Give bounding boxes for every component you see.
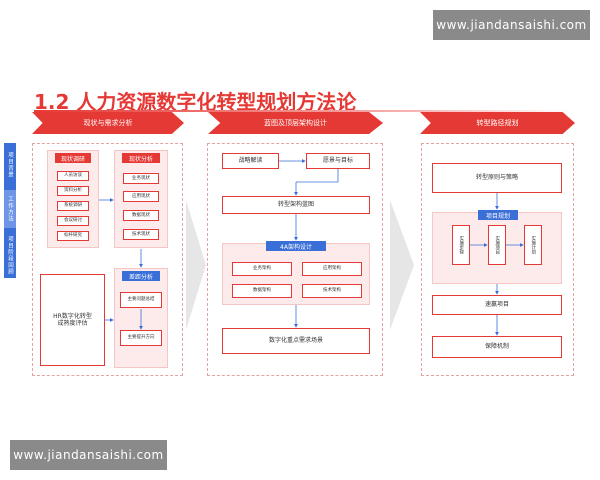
analysis-header: 现状分析 [122, 153, 160, 163]
arch-item-business: 业务架构 [232, 262, 292, 276]
plan-item-steps: 实施步骤 [452, 225, 470, 265]
plan-item-schedule: 实施计划 [524, 225, 542, 265]
analysis-item-data: 数据现状 [123, 210, 159, 221]
arch-header: 4A架构设计 [266, 241, 326, 251]
stage-chevron-3: 转型路径规划 [420, 112, 575, 134]
scenarios-box: 数字化重点需求场景 [222, 328, 370, 354]
watermark-top: www.jiandansaishi.com [433, 10, 590, 40]
research-item-system: 系统调研 [57, 201, 89, 211]
research-item-meeting: 会议研讨 [57, 216, 89, 226]
analysis-item-business: 业务现状 [123, 173, 159, 184]
side-tab-review[interactable]: 项目阶段回顾 [7, 235, 13, 275]
research-item-interview: 人员访谈 [57, 171, 89, 181]
hr-maturity-eval-box: HR数字化转型成熟度评估 [40, 274, 105, 366]
plan-item-projects: 实施项目 [488, 225, 506, 265]
research-item-docs: 资料分析 [57, 186, 89, 196]
key-projects-box: 速赢项目 [432, 295, 562, 315]
arch-item-tech: 技术架构 [302, 284, 362, 298]
research-item-benchmark: 标杆研究 [57, 231, 89, 241]
research-header: 现状调研 [55, 153, 91, 163]
vision-box: 愿景与目标 [306, 153, 370, 169]
side-tab-method[interactable]: 工作方法 [4, 190, 16, 228]
gap-item-directions: 主要提升方向 [120, 330, 162, 346]
arch-item-data: 数据架构 [232, 284, 292, 298]
stage-chevron-1: 现状与需求分析 [32, 112, 184, 134]
guarantee-box: 保障机制 [432, 336, 562, 358]
principles-box: 转型原则与策略 [432, 163, 562, 193]
analysis-item-application: 应用现状 [123, 191, 159, 202]
strategy-box: 战略解读 [222, 153, 279, 169]
stage-chevron-2: 蓝图及顶层架构设计 [208, 112, 383, 134]
gap-header: 差距分析 [122, 271, 160, 281]
watermark-bottom: www.jiandansaishi.com [10, 440, 167, 470]
gap-item-problems: 主要问题总结 [120, 292, 162, 308]
title-underline [34, 110, 574, 112]
analysis-item-tech: 技术现状 [123, 229, 159, 240]
arch-item-application: 应用架构 [302, 262, 362, 276]
plan-header: 项目规划 [478, 210, 518, 220]
blueprint-box: 转型架构蓝图 [222, 196, 370, 214]
side-tab-background[interactable]: 项目背景 [7, 152, 13, 178]
